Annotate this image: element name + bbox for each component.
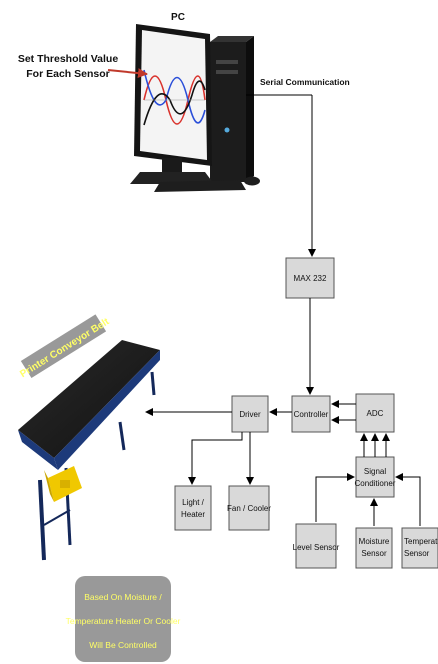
- pc-monitor-icon: [130, 24, 214, 184]
- wire-temp-sc: [395, 473, 421, 526]
- svg-text:Temperatu: Temperatu: [404, 537, 438, 546]
- wire-level-sc: [315, 473, 355, 522]
- wire-driver-light: [188, 432, 243, 485]
- block-moisture-sensor: Moisture Sensor: [355, 527, 393, 569]
- control-note-line-2: Temperature Heater Or Cooler: [66, 616, 181, 626]
- serial-communication-label: Serial Communication: [260, 77, 350, 87]
- block-adc: ADC: [355, 393, 395, 433]
- svg-text:Conditioner: Conditioner: [355, 479, 396, 488]
- keyboard-icon: [154, 180, 246, 192]
- svg-text:MAX 232: MAX 232: [294, 274, 327, 283]
- svg-text:Driver: Driver: [239, 410, 261, 419]
- svg-text:Sensor: Sensor: [404, 549, 430, 558]
- pc-title: PC: [171, 12, 185, 23]
- pc-tower-icon: [210, 36, 254, 182]
- svg-text:Moisture: Moisture: [359, 537, 390, 546]
- block-level-sensor: Level Sensor: [293, 523, 340, 569]
- svg-text:Signal: Signal: [364, 467, 386, 476]
- threshold-note-line-1: Set Threshold Value: [18, 53, 119, 65]
- threshold-arrow: [107, 68, 148, 79]
- control-note-line-1: Based On Moisture /: [84, 592, 162, 602]
- block-temperature-sensor: Temperatu Sensor: [401, 527, 438, 569]
- svg-text:Fan / Cooler: Fan / Cooler: [227, 504, 271, 513]
- mouse-icon: [244, 176, 260, 186]
- threshold-note-line-2: For Each Sensor: [26, 68, 109, 80]
- block-driver: Driver: [231, 395, 269, 433]
- block-controller: Controller: [291, 395, 331, 433]
- sine-wave-plot: [143, 69, 206, 126]
- svg-text:Light /: Light /: [182, 498, 205, 507]
- svg-text:Heater: Heater: [181, 510, 205, 519]
- block-signal-conditioner: Signal Conditioner: [355, 456, 396, 498]
- block-light-heater: Light / Heater: [174, 485, 212, 531]
- block-fan-cooler: Fan / Cooler: [227, 485, 271, 531]
- block-max232: MAX 232: [285, 257, 335, 299]
- svg-text:Level Sensor: Level Sensor: [293, 543, 340, 552]
- control-note: Based On Moisture / Temperature Heater O…: [66, 576, 181, 662]
- svg-text:Controller: Controller: [294, 410, 329, 419]
- svg-text:Sensor: Sensor: [361, 549, 387, 558]
- control-note-line-3: Will Be Controlled: [89, 640, 157, 650]
- svg-text:ADC: ADC: [367, 409, 384, 418]
- conveyor-belt-icon: [18, 340, 160, 561]
